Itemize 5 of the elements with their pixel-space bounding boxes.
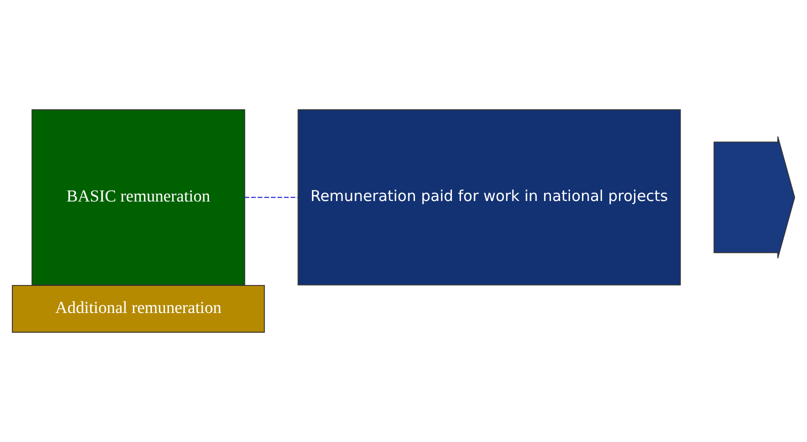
node-box: BASIC remuneration [32,109,246,286]
node-box: Remuneration paid for work in national projects [298,109,681,286]
node-box: Additional remuneration [12,284,265,333]
node-arrow [714,136,796,259]
connector [244,196,298,198]
